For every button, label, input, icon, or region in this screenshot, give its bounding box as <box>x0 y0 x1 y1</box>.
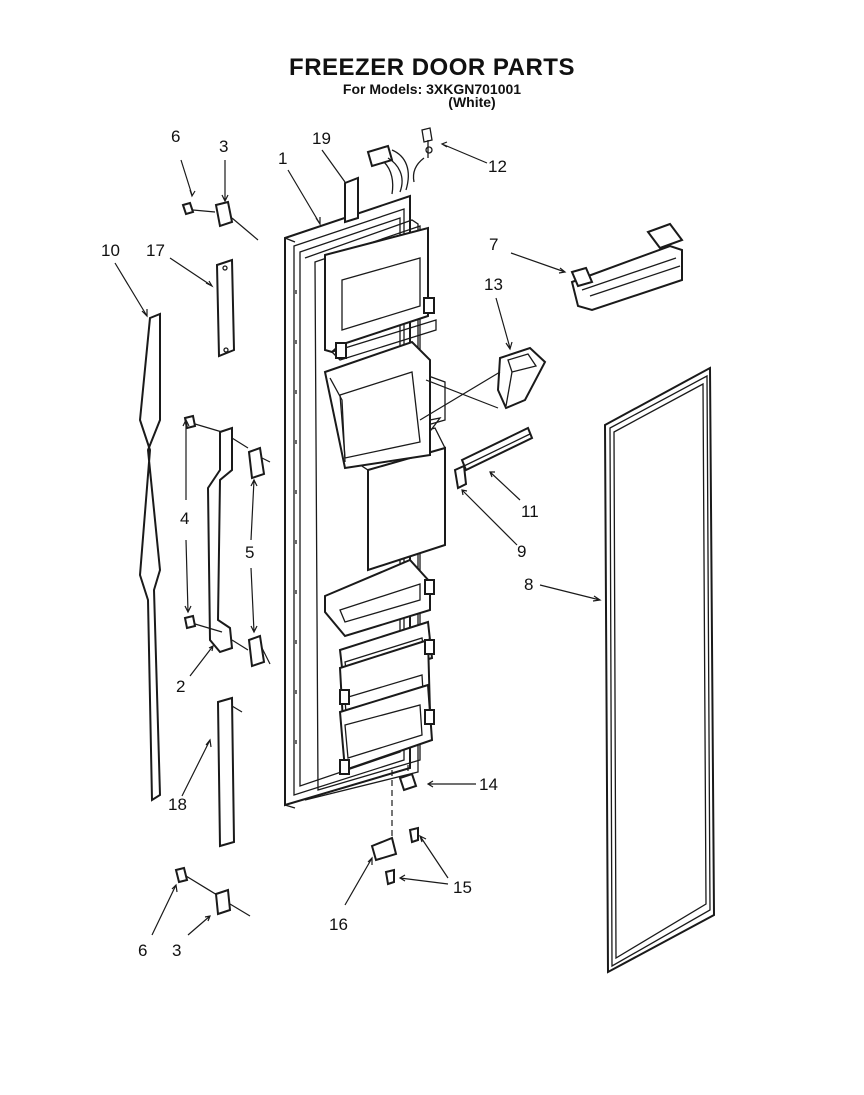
callout-14: 14 <box>479 775 498 794</box>
leader-lines <box>114 141 602 936</box>
color-line: (White) <box>448 94 496 110</box>
trim-strip <box>453 426 534 490</box>
callout-17: 17 <box>146 241 165 260</box>
callout-1: 1 <box>278 149 287 168</box>
callout-labels: 6 3 1 19 12 7 13 10 17 11 4 9 5 8 2 14 1… <box>101 127 539 960</box>
callout-6-bottom: 6 <box>138 941 147 960</box>
door-gasket <box>603 366 716 974</box>
callout-7: 7 <box>489 235 498 254</box>
hinge-bottom <box>214 888 232 916</box>
callout-12: 12 <box>488 157 507 176</box>
door-shelves <box>323 226 437 775</box>
callout-3-bottom: 3 <box>172 941 181 960</box>
door-shelf-7 <box>570 222 684 312</box>
callout-15: 15 <box>453 878 472 897</box>
bushing-14 <box>398 772 418 792</box>
callout-5: 5 <box>245 543 254 562</box>
callout-3-top: 3 <box>219 137 228 156</box>
bracket-18 <box>216 696 236 848</box>
callout-2: 2 <box>176 677 185 696</box>
callout-8: 8 <box>524 575 533 594</box>
callout-6-top: 6 <box>171 127 180 146</box>
callout-16: 16 <box>329 915 348 934</box>
clip-5-top <box>247 446 266 480</box>
wire-harness <box>344 127 433 224</box>
callout-18: 18 <box>168 795 187 814</box>
models-line: For Models: 3XKGN701001 <box>342 81 522 97</box>
hinge-top <box>181 200 259 241</box>
clip-5-bottom <box>247 634 266 668</box>
chute-bucket <box>419 346 547 421</box>
door-handle <box>138 312 162 802</box>
callout-10: 10 <box>101 241 120 260</box>
callout-9: 9 <box>517 542 526 561</box>
hinge-block-16 <box>370 836 398 862</box>
callout-13: 13 <box>484 275 503 294</box>
callout-4: 4 <box>180 509 189 528</box>
diagram-title: FREEZER DOOR PARTS <box>289 54 575 81</box>
callout-19: 19 <box>312 129 331 148</box>
handle-bracket <box>206 426 234 654</box>
callout-11: 11 <box>521 502 539 521</box>
bracket-17 <box>215 258 236 358</box>
